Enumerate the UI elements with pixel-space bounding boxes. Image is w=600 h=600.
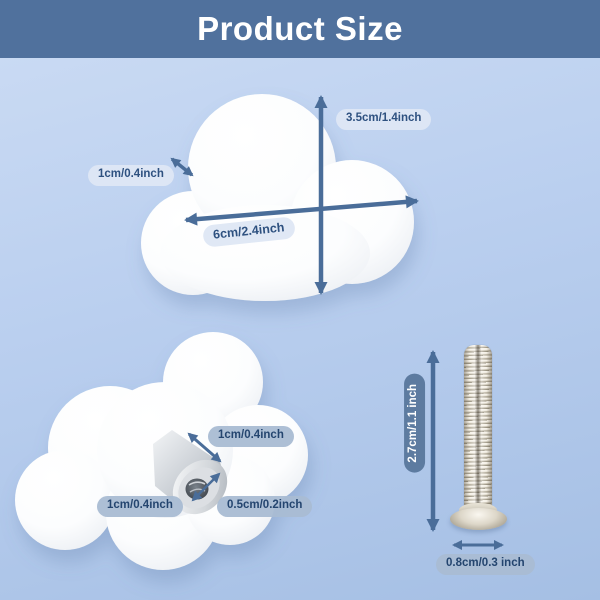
- measurement-arrows: [170, 95, 504, 550]
- post-length-label: 1cm/0.4inch: [208, 426, 294, 447]
- front-width-arrow: [184, 195, 419, 226]
- screw-threaded-shaft: [464, 345, 492, 512]
- front-lobe-arrow: [170, 157, 194, 177]
- screw-head-collar: [450, 508, 507, 530]
- post-length-arrow: [187, 432, 222, 463]
- front-lobe-label: 1cm/0.4inch: [88, 165, 174, 186]
- screw-width-label: 0.8cm/0.3 inch: [436, 554, 535, 575]
- post-diameter-arrow: [191, 472, 221, 502]
- back-thickness-label: 1cm/0.4inch: [97, 496, 183, 517]
- page-title: Product Size: [197, 10, 403, 47]
- title-banner: Product Size: [0, 0, 600, 58]
- screw-length-label: 2.7cm/1.1 inch: [404, 373, 425, 473]
- post-diameter-label: 0.5cm/0.2inch: [217, 496, 313, 517]
- front-height-label: 3.5cm/1.4inch: [336, 109, 432, 130]
